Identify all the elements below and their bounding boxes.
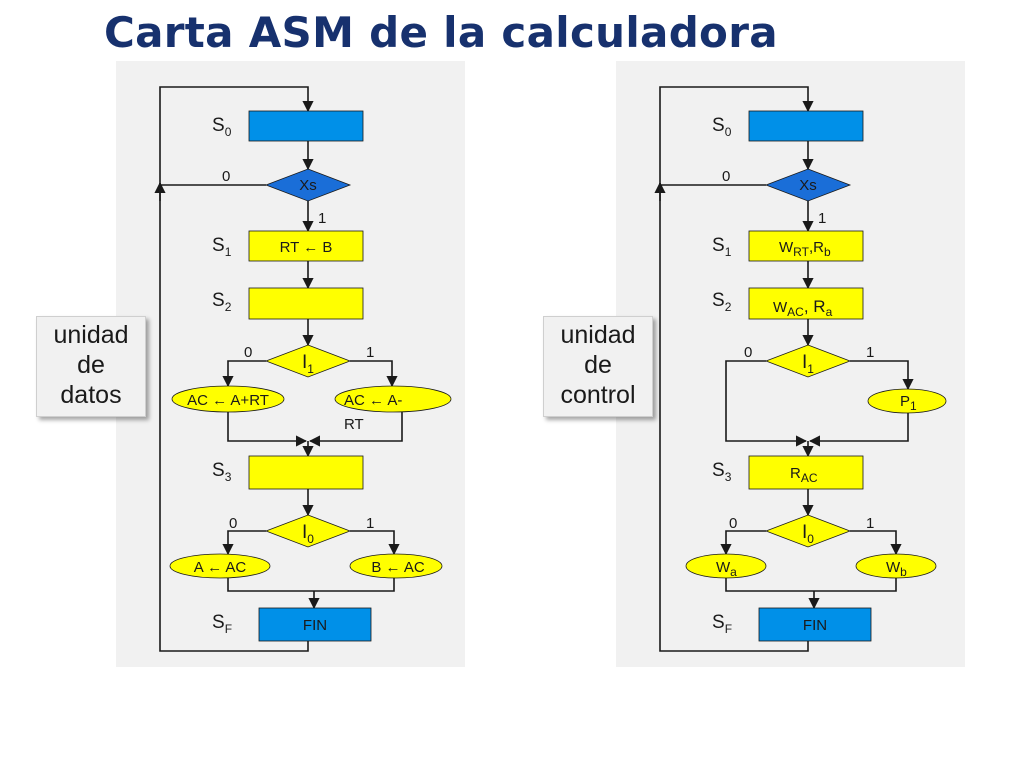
datos-oval-ac-a-minus-text: AC ← A-: [344, 392, 402, 409]
datos-merge-left: [227, 577, 314, 592]
datos-sf-box: [258, 607, 372, 642]
control-i0-decision: [764, 514, 852, 548]
datos-i0-left-line: [222, 530, 266, 556]
datos-xs-zero-line: [159, 183, 266, 186]
control-callout-line: control: [560, 381, 636, 409]
control-s2-box-text: WAC, Ra: [773, 297, 833, 319]
datos-sf-box-text: FIN: [303, 617, 327, 634]
control-xs-one-label: 1: [818, 210, 826, 227]
datos-state-s0-label: S0: [212, 115, 232, 139]
datos-i1-one-label: 1: [366, 344, 374, 361]
datos-state-s2-label: S2: [212, 290, 232, 314]
datos-callout: unidad de datos: [36, 316, 146, 417]
datos-i1-left-line: [222, 360, 266, 388]
datos-asm-chart: S0 S1 S2 S3 SF RT ← B FIN Xs I1 I0 0 1 0…: [154, 86, 452, 652]
datos-oval-b-ac: [349, 553, 443, 579]
control-oval-p1-text: P1: [900, 393, 917, 413]
datos-state-sf-label: SF: [212, 612, 232, 636]
datos-s1-box: [248, 230, 364, 262]
control-i1-left-line: [725, 360, 808, 447]
control-i0-zero-label: 0: [729, 515, 737, 532]
datos-callout-line: de: [77, 351, 105, 379]
datos-s2-box: [248, 287, 364, 320]
control-callout: unidad de control: [543, 316, 653, 417]
datos-oval-ac-a-minus-rt: [334, 385, 452, 413]
control-xs-zero-label: 0: [722, 168, 730, 185]
control-oval-p1: [867, 388, 947, 414]
control-xs-text: Xs: [799, 177, 817, 194]
control-callout-line: unidad: [560, 321, 636, 349]
datos-i1-decision: [264, 344, 352, 378]
control-oval-wa: [685, 553, 767, 579]
control-i0-text: I0: [802, 522, 814, 546]
datos-i0-decision: [264, 514, 352, 548]
datos-s0-box: [248, 110, 364, 142]
control-loop-line: [659, 86, 814, 652]
datos-xs-text: Xs: [299, 177, 317, 194]
datos-loop-line: [159, 86, 314, 652]
datos-oval-a-ac: [169, 553, 271, 579]
datos-oval-a-ac-text: A ← AC: [194, 559, 247, 576]
datos-i0-right-line: [350, 530, 400, 556]
datos-s1-box-text: RT ← B: [280, 239, 333, 256]
datos-i0-text: I0: [302, 522, 314, 546]
datos-panel: S0 S1 S2 S3 SF RT ← B FIN Xs I1 I0 0 1 0…: [116, 61, 465, 667]
control-s3-box: [748, 455, 864, 490]
control-i0-left-line: [720, 530, 766, 556]
control-i1-zero-label: 0: [744, 344, 752, 361]
datos-oval-b-ac-text: B ← AC: [371, 559, 425, 576]
datos-merge-right: [314, 577, 395, 592]
control-s2-box: [748, 287, 864, 320]
control-merge-right: [808, 413, 909, 447]
control-s0-box: [748, 110, 864, 142]
control-s3-box-text: RAC: [790, 465, 818, 485]
control-state-s1-label: S1: [712, 235, 732, 259]
datos-xs-one-label: 1: [318, 210, 326, 227]
control-xs-zero-line: [659, 183, 766, 186]
datos-merge-left: [227, 412, 308, 447]
control-asm-chart: S0 S1 S2 S3 SF WRT,Rb WAC, Ra RAC FIN Xs…: [654, 86, 947, 652]
datos-s3-box: [248, 455, 364, 490]
datos-oval-ac-a-plus-rt: [171, 385, 285, 413]
control-i1-decision: [764, 344, 852, 378]
datos-merge-right: [308, 412, 403, 447]
control-state-s2-label: S2: [712, 290, 732, 314]
control-sf-box-text: FIN: [803, 617, 827, 634]
control-s1-box: [748, 230, 864, 262]
control-i1-text: I1: [802, 352, 814, 376]
control-xs-decision: [764, 168, 852, 202]
datos-oval-ac-a-plus-rt-text: AC ← A+RT: [187, 392, 269, 409]
control-state-sf-label: SF: [712, 612, 732, 636]
datos-i1-text: I1: [302, 352, 314, 376]
datos-callout-line: datos: [60, 381, 122, 409]
datos-oval-rt-text: RT: [344, 416, 364, 433]
control-merge-right: [814, 577, 897, 592]
control-oval-wa-text: Wa: [716, 559, 737, 579]
control-i1-one-label: 1: [866, 344, 874, 361]
datos-i0-zero-label: 0: [229, 515, 237, 532]
control-oval-wb: [855, 553, 937, 579]
control-callout-line: de: [584, 351, 612, 379]
control-i0-one-label: 1: [866, 515, 874, 532]
control-sf-box: [758, 607, 872, 642]
datos-state-s1-label: S1: [212, 235, 232, 259]
control-i1-right-line: [850, 360, 914, 391]
control-oval-wb-text: Wb: [886, 559, 907, 579]
control-state-s0-label: S0: [712, 115, 732, 139]
datos-xs-zero-label: 0: [222, 168, 230, 185]
control-s1-box-text: WRT,Rb: [779, 239, 831, 259]
datos-i0-one-label: 1: [366, 515, 374, 532]
datos-xs-decision: [264, 168, 352, 202]
datos-callout-line: unidad: [53, 321, 129, 349]
control-i0-right-line: [850, 530, 902, 556]
datos-i1-right-line: [350, 360, 398, 388]
datos-state-s3-label: S3: [212, 460, 232, 484]
control-panel: S0 S1 S2 S3 SF WRT,Rb WAC, Ra RAC FIN Xs…: [616, 61, 965, 667]
control-merge-left: [725, 577, 814, 592]
page-title: Carta ASM de la calculadora: [104, 8, 778, 57]
datos-i1-zero-label: 0: [244, 344, 252, 361]
control-state-s3-label: S3: [712, 460, 732, 484]
